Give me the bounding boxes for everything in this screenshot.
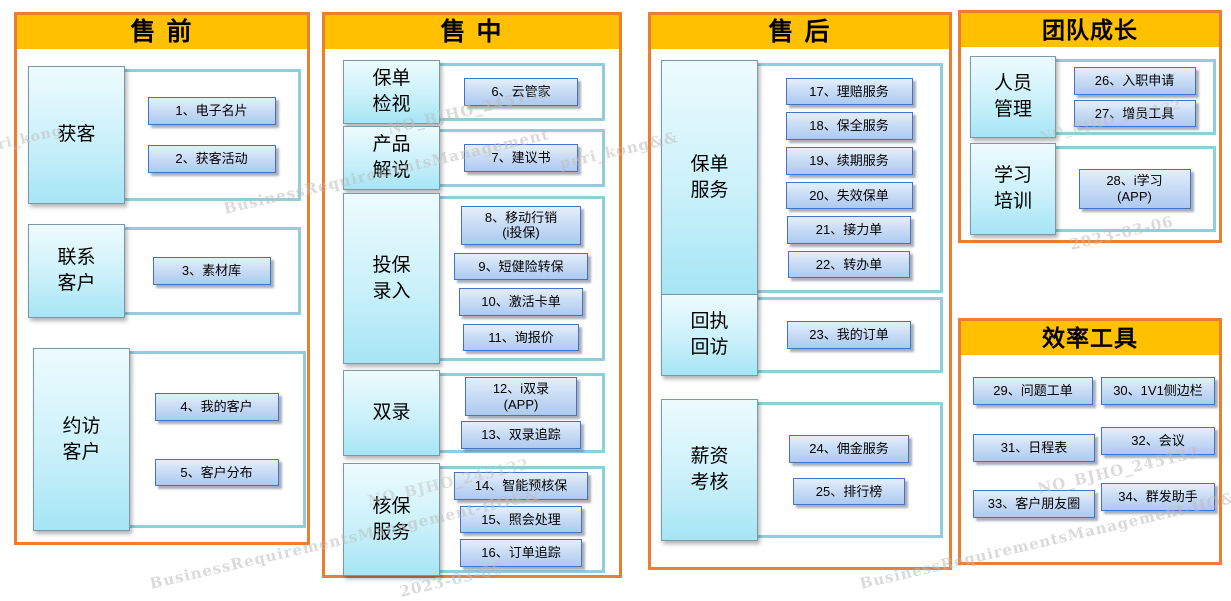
panel-title-after-sale: 售 后 [651, 15, 949, 49]
section-application-entry: 投保 录入 8、移动行销 (i投保) 9、短健险转保 10、激活卡单 11、询报… [343, 193, 605, 364]
feature-button-26[interactable]: 26、入职申请 [1073, 66, 1196, 95]
section-label-salary-assessment: 薪资 考核 [661, 399, 758, 541]
feature-button-15[interactable]: 15、照会处理 [460, 505, 582, 534]
feature-button-29[interactable]: 29、问题工单 [973, 377, 1093, 405]
panel-efficiency-tools: 效率工具 29、问题工单 30、1V1侧边栏 31、日程表 32、会议 33、客… [958, 318, 1222, 565]
feature-button-12[interactable]: 12、i双录 (APP) [465, 377, 577, 417]
section-label-contact-customer: 联系 客户 [28, 224, 125, 318]
feature-button-28-line1: 28、i学习 [1106, 173, 1163, 189]
section-product-explain: 产品 解说 7、建议书 [343, 126, 605, 190]
feature-button-24[interactable]: 24、佣金服务 [789, 434, 909, 463]
feature-button-08[interactable]: 8、移动行销 (i投保) [461, 205, 581, 245]
feature-button-09[interactable]: 9、短健险转保 [454, 252, 588, 281]
section-label-policy-review: 保单 检视 [343, 60, 440, 124]
section-label-policy-service: 保单 服务 [661, 60, 758, 296]
feature-button-32[interactable]: 32、会议 [1101, 427, 1215, 455]
panel-title-mid-sale: 售 中 [325, 15, 619, 49]
section-learning-training: 学习 培训 28、i学习 (APP) [970, 143, 1216, 235]
feature-button-20[interactable]: 20、失效保单 [785, 181, 913, 210]
section-label-personnel-management: 人员 管理 [970, 56, 1056, 138]
feature-button-12-line1: 12、i双录 [492, 381, 550, 397]
feature-button-28[interactable]: 28、i学习 (APP) [1078, 169, 1191, 209]
section-dual-recording: 双录 12、i双录 (APP) 13、双录追踪 [343, 370, 605, 456]
panel-team-growth: 团队成长 人员 管理 26、入职申请 27、增员工具 学习 培训 28、i学习 … [958, 10, 1222, 243]
panel-pre-sale: 售 前 获客 1、电子名片 2、获客活动 联系 客户 3、素材库 约访 客户 4… [14, 12, 310, 545]
feature-button-22[interactable]: 22、转办单 [788, 250, 910, 279]
feature-button-30[interactable]: 30、1V1侧边栏 [1101, 377, 1215, 405]
feature-button-18[interactable]: 18、保全服务 [785, 112, 913, 140]
feature-button-17[interactable]: 17、理赔服务 [785, 77, 913, 106]
section-label-dual-recording: 双录 [343, 370, 440, 456]
section-label-product-explain: 产品 解说 [343, 126, 440, 190]
feature-button-12-line2: (APP) [503, 396, 539, 412]
feature-button-05[interactable]: 5、客户分布 [154, 458, 279, 487]
feature-button-02[interactable]: 2、获客活动 [147, 145, 276, 173]
feature-button-08-line1: 8、移动行销 [484, 209, 558, 225]
feature-button-23[interactable]: 23、我的订单 [787, 321, 911, 349]
section-policy-review: 保单 检视 6、云管家 [343, 60, 605, 124]
section-label-application-entry: 投保 录入 [343, 193, 440, 364]
feature-button-25[interactable]: 25、排行榜 [793, 477, 905, 506]
feature-button-06[interactable]: 6、云管家 [464, 78, 578, 106]
section-policy-service: 保单 服务 17、理赔服务 18、保全服务 19、续期服务 20、失效保单 21… [661, 60, 943, 296]
panel-title-team-growth: 团队成长 [961, 13, 1219, 47]
feature-button-04[interactable]: 4、我的客户 [154, 392, 279, 421]
feature-button-27[interactable]: 27、增员工具 [1073, 99, 1196, 128]
section-label-learning-training: 学习 培训 [970, 143, 1056, 235]
section-appointment-visit: 约访 客户 4、我的客户 5、客户分布 [33, 348, 306, 531]
feature-button-10[interactable]: 10、激活卡单 [459, 288, 583, 316]
feature-button-16[interactable]: 16、订单追踪 [460, 539, 582, 567]
panel-title-pre-sale: 售 前 [17, 15, 307, 49]
feature-button-14[interactable]: 14、智能预核保 [454, 472, 588, 500]
section-label-customer-acquisition: 获客 [28, 66, 125, 204]
section-customer-acquisition: 获客 1、电子名片 2、获客活动 [28, 66, 301, 204]
section-underwriting-service: 核保 服务 14、智能预核保 15、照会处理 16、订单追踪 [343, 463, 605, 576]
feature-button-31[interactable]: 31、日程表 [973, 434, 1095, 462]
feature-button-07[interactable]: 7、建议书 [464, 144, 578, 172]
section-label-receipt-callback: 回执 回访 [661, 294, 758, 376]
feature-button-01[interactable]: 1、电子名片 [147, 97, 276, 125]
feature-button-33[interactable]: 33、客户朋友圈 [973, 490, 1095, 518]
feature-button-19[interactable]: 19、续期服务 [785, 146, 913, 175]
feature-button-28-line2: (APP) [1117, 189, 1152, 204]
section-contact-customer: 联系 客户 3、素材库 [28, 224, 301, 318]
panel-title-efficiency-tools: 效率工具 [961, 321, 1219, 355]
feature-button-08-line2: (i投保) [502, 225, 540, 241]
panel-after-sale: 售 后 保单 服务 17、理赔服务 18、保全服务 19、续期服务 20、失效保… [648, 12, 952, 570]
feature-button-34[interactable]: 34、群发助手 [1101, 483, 1215, 511]
section-personnel-management: 人员 管理 26、入职申请 27、增员工具 [970, 56, 1216, 138]
feature-button-03[interactable]: 3、素材库 [152, 257, 271, 285]
panel-mid-sale: 售 中 保单 检视 6、云管家 产品 解说 7、建议书 投保 录入 8、移动行销… [322, 12, 622, 578]
section-label-underwriting-service: 核保 服务 [343, 463, 440, 576]
feature-button-21[interactable]: 21、接力单 [787, 216, 911, 244]
feature-button-11[interactable]: 11、询报价 [463, 323, 579, 352]
feature-button-13[interactable]: 13、双录追踪 [461, 421, 581, 449]
section-label-appointment-visit: 约访 客户 [33, 348, 130, 531]
section-receipt-callback: 回执 回访 23、我的订单 [661, 294, 943, 376]
section-salary-assessment: 薪资 考核 24、佣金服务 25、排行榜 [661, 399, 943, 541]
